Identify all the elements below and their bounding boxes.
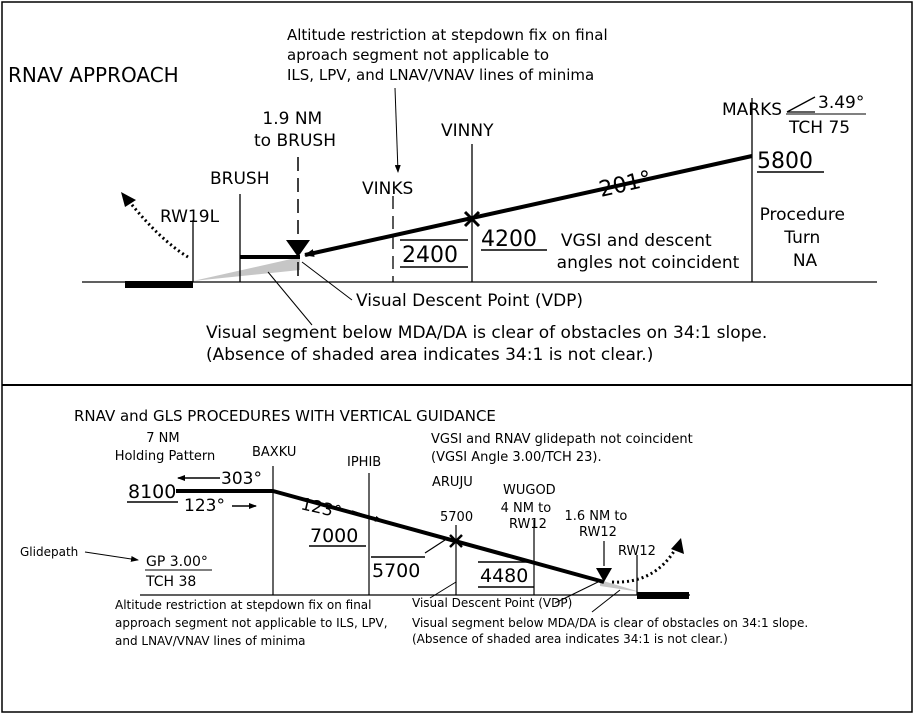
bottom-missed-approach-arrowhead: [671, 538, 684, 554]
angle-value: 3.49°: [818, 93, 864, 113]
alt-iphib: 7000: [310, 525, 358, 547]
inbound-course: 123°: [184, 496, 225, 516]
gp-value: GP 3.00°: [146, 554, 208, 570]
fix-iphib: IPHIB: [347, 455, 381, 470]
fix-brush: BRUSH: [210, 169, 270, 189]
bottom-runway: [637, 592, 689, 599]
alt-vinny: 4200: [481, 227, 537, 252]
top-title: RNAV APPROACH: [8, 63, 179, 87]
bottom-visual-segment-note: Visual segment below MDA/DA is clear of …: [412, 616, 812, 646]
outbound-course: 303°: [221, 469, 262, 489]
vgsi-rnav-note: VGSI and RNAV glidepath not coincident (…: [431, 432, 697, 465]
missed-approach-arrowhead: [121, 192, 136, 207]
fix-vinny: VINNY: [441, 121, 494, 141]
bottom-shaded-leader: [591, 589, 621, 613]
fix-vinks: VINKS: [362, 179, 413, 199]
vdp-callout-leader: [301, 261, 353, 301]
fix-marks: MARKS: [722, 100, 782, 120]
angle-symbol: [786, 96, 816, 113]
top-panel: RNAV APPROACH Altitude restriction at st…: [8, 26, 877, 365]
course-label: 201°: [597, 167, 654, 203]
glidepath-leader: [84, 551, 139, 562]
bottom-vdp-leader: [554, 581, 599, 604]
alt-wugod: 4480: [480, 565, 528, 587]
glidepath-course: 123°: [299, 494, 343, 523]
fix-wugod: WUGOD: [503, 483, 556, 498]
stepdown-leader: [429, 581, 457, 599]
vdp-distance-label: 1.9 NM to BRUSH: [254, 109, 336, 151]
top-stepdown-note: Altitude restriction at stepdown fix on …: [287, 26, 612, 84]
wugod-distance-note: 4 NM to RW12: [501, 501, 556, 532]
descent-path: [304, 154, 753, 257]
alt-vinks: 2400: [402, 243, 458, 268]
bottom-shaded-area: [600, 580, 640, 592]
bottom-stepdown-note: Altitude restriction at stepdown fix on …: [115, 598, 391, 648]
glidepath-label: Glidepath: [20, 545, 78, 559]
stepdown-note-arrow: [394, 87, 401, 173]
bottom-vdp-label: Visual Descent Point (VDP): [412, 596, 572, 610]
aruju-lightning: [424, 539, 446, 554]
vdp-marker: [286, 240, 310, 257]
top-shaded-area: [193, 257, 300, 281]
bottom-panel: RNAV and GLS PROCEDURES WITH VERTICAL GU…: [20, 407, 812, 648]
alt-marks: 5800: [757, 149, 813, 174]
bottom-vdp-marker: [596, 568, 612, 582]
glidepath-segment: [272, 489, 605, 584]
fix-aruju: ARUJU: [432, 475, 473, 490]
gp-tch: TCH 38: [145, 574, 196, 590]
vdp-label: Visual Descent Point (VDP): [356, 291, 583, 311]
holding-note: 7 NM Holding Pattern: [115, 431, 216, 464]
runway12-label: RW12: [618, 544, 656, 559]
visual-segment-note: Visual segment below MDA/DA is clear of …: [206, 323, 773, 365]
bottom-title: RNAV and GLS PROCEDURES WITH VERTICAL GU…: [74, 407, 496, 425]
course-arrow: [351, 510, 383, 522]
vdp-distance-note: 1.6 NM to RW12: [564, 509, 631, 540]
alt-aruju-top: 5700: [440, 510, 473, 525]
alt-holding: 8100: [128, 481, 176, 503]
aruju-fix-icon: [449, 534, 463, 548]
missed-approach-path: [126, 199, 189, 259]
runway-label: RW19L: [160, 207, 220, 227]
fix-baxku: BAXKU: [252, 445, 296, 460]
shaded-callout-leader: [267, 271, 313, 326]
vinny-fix-icon: [463, 210, 481, 228]
top-runway: [125, 281, 193, 288]
procedure-turn-note: Procedure Turn NA: [760, 205, 851, 271]
tch-value: TCH 75: [788, 118, 850, 138]
vgsi-note: VGSI and descent angles not coincident: [557, 231, 740, 273]
alt-aruju: 5700: [372, 560, 420, 582]
